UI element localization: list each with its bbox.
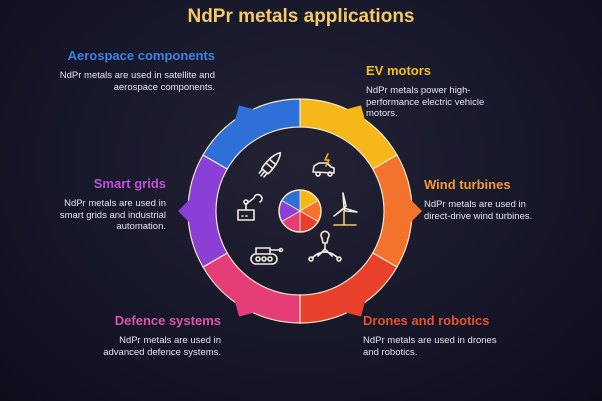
electric-car-icon [312, 153, 335, 177]
drones-robotics-block: Drones and robotics NdPr metals are used… [363, 313, 513, 358]
wind-turbine-icon [333, 192, 358, 226]
smart-grids-block: Smart grids NdPr metals are used in smar… [56, 176, 166, 233]
smart-grids-description: NdPr metals are used in smart grids and … [59, 198, 166, 232]
ring-segment-wind [371, 154, 413, 268]
drone-icon [308, 230, 342, 262]
ev-motors-block: EV motors NdPr metals power high-perform… [366, 63, 506, 120]
ring-arrow-drones [345, 300, 366, 317]
wind-turbines-title: Wind turbines [424, 177, 511, 192]
smart-grids-title: Smart grids [93, 176, 166, 191]
drones-robotics-title: Drones and robotics [363, 313, 490, 328]
defence-systems-block: Defence systems NdPr metals are used in … [101, 313, 221, 358]
page-title: NdPr metals applications [187, 6, 415, 27]
aerospace-components-block: Aerospace components NdPr metals are use… [45, 48, 215, 93]
robotic-arm-icon [237, 193, 263, 221]
ring-arrow-ev [345, 105, 366, 122]
defence-systems-description: NdPr metals are used in advanced defence… [103, 335, 221, 358]
ring-arrow-grids [178, 199, 190, 223]
defence-systems-title: Defence systems [114, 313, 221, 328]
ring-arrow-defence [234, 300, 255, 317]
ring-segment-grids [187, 154, 229, 268]
rocket-icon [258, 151, 282, 178]
aerospace-title: Aerospace components [67, 48, 215, 63]
center-pie-outline [278, 189, 322, 233]
aerospace-description: NdPr metals are used in satellite and ae… [59, 70, 215, 93]
ring-arrow-wind [410, 199, 422, 223]
wind-turbines-block: Wind turbines NdPr metals are used in di… [424, 177, 534, 222]
ev-motors-title: EV motors [366, 63, 432, 78]
wind-turbines-description: NdPr metals are used in direct-drive win… [424, 199, 533, 222]
drones-robotics-description: NdPr metals are used in drones and robot… [363, 335, 497, 358]
ev-motors-description: NdPr metals power high-performance elect… [366, 85, 485, 119]
tank-icon [250, 247, 284, 265]
ring-segment-aero [202, 98, 301, 170]
ring-arrow-aero [234, 105, 255, 122]
